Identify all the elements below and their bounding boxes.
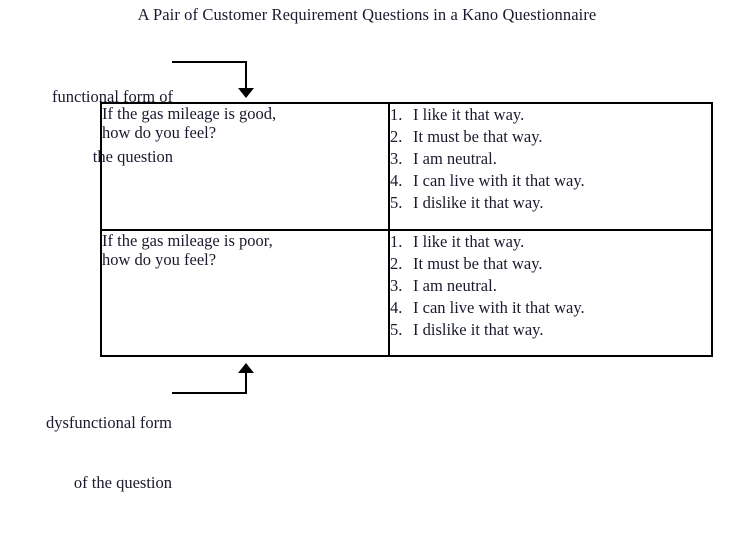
- answer-label: I can live with it that way.: [413, 297, 585, 317]
- kano-questionnaire-figure: A Pair of Customer Requirement Questions…: [7, 5, 713, 492]
- answer-number: 4.: [390, 171, 403, 190]
- answer-label: It must be that way.: [413, 127, 543, 146]
- callout-functional-form: functional form of the question: [7, 47, 173, 207]
- answer-number: 3.: [390, 149, 403, 168]
- answer-number: 2.: [390, 127, 403, 146]
- kano-questionnaire-table: If the gas mileage is good, how do you f…: [100, 102, 713, 357]
- answer-option[interactable]: 5. I dislike it that way.: [390, 319, 711, 341]
- question-cell-functional: If the gas mileage is good, how do you f…: [101, 103, 389, 230]
- answer-label: I am neutral.: [413, 149, 497, 168]
- callout-dysfunctional-line-2: of the question: [73, 473, 172, 492]
- table-row: If the gas mileage is good, how do you f…: [101, 103, 712, 230]
- callout-dysfunctional-form: dysfunctional form of the question: [4, 373, 172, 533]
- callout-functional-line-2: the question: [92, 147, 173, 166]
- answer-option[interactable]: 5. I dislike it that way.: [390, 192, 711, 214]
- figure-title: A Pair of Customer Requirement Questions…: [137, 5, 597, 24]
- table-row: If the gas mileage is poor, how do you f…: [101, 228, 712, 356]
- answer-label: I am neutral.: [413, 275, 497, 295]
- question-text: If the gas mileage is good, how do you f…: [102, 104, 277, 142]
- answer-option[interactable]: 2. It must be that way.: [390, 253, 711, 275]
- answer-number: 5.: [390, 319, 403, 339]
- answer-option[interactable]: 3. I am neutral.: [390, 148, 711, 170]
- answer-number: 1.: [390, 105, 403, 124]
- question-text: If the gas mileage is poor, how do you f…: [102, 230, 273, 269]
- answer-option[interactable]: 4. I can live with it that way.: [390, 297, 711, 319]
- answer-number: 4.: [390, 297, 403, 317]
- arrow-down-icon: [238, 88, 254, 98]
- functional-leader-horizontal: [172, 61, 247, 63]
- answer-label: I dislike it that way.: [413, 193, 544, 212]
- dysfunctional-leader-horizontal: [172, 392, 247, 394]
- answer-label: I dislike it that way.: [413, 319, 544, 339]
- answer-label: I like it that way.: [413, 105, 525, 124]
- answer-label: It must be that way.: [413, 253, 543, 273]
- answer-label: I like it that way.: [413, 231, 525, 251]
- callout-dysfunctional-line-1: dysfunctional form: [45, 413, 172, 432]
- question-cell-dysfunctional: If the gas mileage is poor, how do you f…: [101, 228, 389, 356]
- answer-list: 1. I like it that way. 2. It must be tha…: [390, 231, 711, 341]
- answer-option[interactable]: 2. It must be that way.: [390, 126, 711, 148]
- answer-option[interactable]: 1. I like it that way.: [390, 104, 711, 126]
- answer-number: 1.: [390, 231, 403, 251]
- answer-number: 3.: [390, 275, 403, 295]
- dysfunctional-leader-vertical: [245, 372, 247, 394]
- arrow-up-icon: [238, 363, 254, 373]
- answer-list: 1. I like it that way. 2. It must be tha…: [390, 104, 711, 214]
- answer-number: 5.: [390, 193, 403, 212]
- answer-number: 2.: [390, 253, 403, 273]
- answers-cell-functional: 1. I like it that way. 2. It must be tha…: [388, 103, 712, 230]
- answers-cell-dysfunctional: 1. I like it that way. 2. It must be tha…: [388, 228, 712, 356]
- callout-functional-line-1: functional form of: [52, 87, 173, 106]
- answer-option[interactable]: 4. I can live with it that way.: [390, 170, 711, 192]
- answer-option[interactable]: 1. I like it that way.: [390, 231, 711, 253]
- answer-label: I can live with it that way.: [413, 171, 585, 190]
- functional-leader-vertical: [245, 61, 247, 90]
- answer-option[interactable]: 3. I am neutral.: [390, 275, 711, 297]
